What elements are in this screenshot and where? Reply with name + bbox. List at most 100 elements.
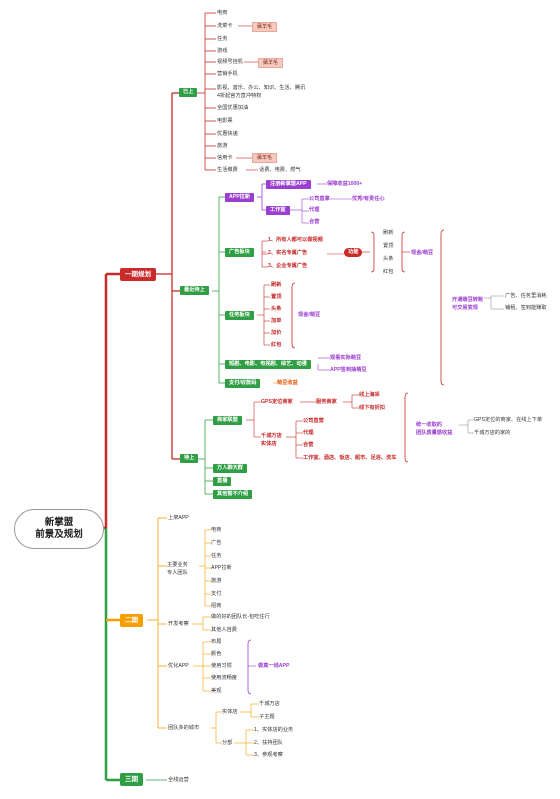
bracket: [291, 282, 296, 349]
p2-city-a-item-0: 千城万店: [259, 701, 280, 707]
summary-item-1: 铺租、签到能赚取: [505, 305, 547, 311]
p2-team-item-1: 广告: [211, 540, 222, 546]
tasks-result: 现金/萌豆: [298, 312, 321, 318]
soon-node[interactable]: 最近待上: [180, 286, 209, 295]
service-item-1: 线下有折扣: [359, 405, 385, 411]
p2-team-item-4: 旅游: [211, 578, 222, 584]
unify-item-1: 千城万店的家的: [474, 430, 511, 436]
register-app-result: 保障收益1000+: [327, 181, 363, 187]
task-item-0: 刷新: [271, 282, 282, 288]
p2-opt-item-2: 使用习惯: [211, 663, 232, 669]
task-item-2: 头条: [271, 306, 282, 312]
task-item-1: 置顶: [271, 294, 282, 300]
app-promo-node[interactable]: APP拉新: [225, 193, 255, 202]
online-item-7: 4折起官方直冲特权: [217, 93, 262, 99]
merchant-node[interactable]: 商家联盟: [213, 416, 242, 425]
p2-team-item-2: 任务: [211, 553, 222, 559]
bracket: [440, 229, 445, 386]
p2-team-item-6: 招商: [211, 603, 222, 609]
badge-credit-card: 薅羊毛: [252, 153, 278, 163]
live-node[interactable]: 直播: [213, 477, 232, 486]
badge-video: 薅羊毛: [258, 58, 284, 68]
bracket: [404, 392, 409, 463]
p2-team-item-3: APP拉新: [211, 565, 232, 571]
pay-node[interactable]: 支付/收款码: [225, 379, 261, 388]
ads-item-1: 2、实名专属广告: [268, 250, 308, 256]
online-item-6: 影视、音乐、办公、知识、生活、腾讯: [217, 85, 306, 91]
p2-dev-item-1: 其他人自费: [211, 627, 237, 633]
root-node[interactable]: 新掌盟 前景及规划: [14, 509, 104, 549]
online-item-4: 视频号挂机: [217, 59, 243, 65]
thousand-item-1: 代理: [303, 430, 314, 436]
p2-team-item-0: 电商: [211, 527, 222, 533]
tasks-node[interactable]: 任务板块: [225, 311, 254, 320]
unify-item-0: GPS定位的商家、在线上下单: [474, 417, 543, 423]
online-item-12: 信用卡: [217, 155, 233, 161]
p2-team: 主要业务 专人团队: [167, 562, 188, 576]
utility-detail: 话费、电费、燃气: [259, 167, 301, 173]
online-item-1: 洗菜卡: [217, 23, 233, 29]
online-item-9: 电影票: [217, 118, 233, 124]
online-item-2: 任务: [217, 36, 228, 42]
thousand-scope: 工作室、酒店、饭店、超市、足浴、洗车: [303, 455, 397, 461]
p2-team-item-5: 支付: [211, 591, 222, 597]
online-item-5: 营销手机: [217, 71, 238, 77]
pending-node[interactable]: 待上: [180, 454, 199, 463]
p2-opt-item-4: 美观: [211, 688, 222, 694]
p2-app-online: 上架APP: [168, 515, 189, 521]
online-item-10: 优惠快递: [217, 131, 238, 137]
p2-dev: 开发考察: [168, 621, 189, 627]
phase2-node[interactable]: 二期: [120, 614, 143, 627]
task-item-3: 加单: [271, 318, 282, 324]
bracket: [370, 231, 375, 273]
p2-city: 团队多的城市: [168, 725, 200, 731]
other-node[interactable]: 其他暂不介绍: [213, 490, 253, 499]
pay-result: 萌豆收益: [277, 380, 298, 386]
func-item-3: 红包: [383, 269, 394, 275]
media-item-1: APP签到抽萌豆: [330, 367, 367, 373]
online-node[interactable]: 已上: [179, 88, 198, 97]
ads-node[interactable]: 广告板块: [225, 248, 254, 257]
studio-result: 优秀/有责任心: [352, 196, 385, 202]
studio-node[interactable]: 工作室: [266, 206, 290, 215]
studio-child-0: 公司直拿: [309, 196, 330, 202]
ads-item-2: 3、企业专属广告: [268, 263, 308, 269]
p3-item: 全线运营: [168, 777, 189, 783]
root-subtitle: 前景及规划: [35, 529, 83, 540]
p2-city-b-item-2: 3、参观考察: [254, 752, 283, 758]
p2-city-b-item-0: 1、实体店的业务: [254, 727, 294, 733]
gps-node: GPS定位商家: [261, 399, 293, 405]
ads-func-node[interactable]: 功能: [344, 248, 363, 257]
root-title: 新掌盟: [44, 517, 74, 528]
p2-dev-item-0: 做的好的团队长-包吃住行: [211, 614, 270, 620]
service-item-0: 线上海采: [359, 392, 380, 398]
studio-child-1: 代理: [309, 207, 320, 213]
register-app-node[interactable]: 注册新掌盟APP: [266, 180, 311, 189]
thousand-item-2: 合营: [303, 442, 314, 448]
p2-opt-item-0: 布局: [211, 639, 222, 645]
ads-item-0: 1、所有人都可以做视频: [268, 237, 323, 243]
phase3-node[interactable]: 三期: [120, 773, 143, 786]
wanren-node[interactable]: 万人聊天群: [213, 464, 247, 473]
online-item-0: 电商: [217, 10, 228, 16]
task-item-4: 加价: [271, 330, 282, 336]
badge-wash-card: 薅羊毛: [252, 22, 278, 32]
studio-child-2: 合营: [309, 219, 320, 225]
service-node: 服务商家: [316, 399, 337, 405]
online-item-3: 游戏: [217, 48, 228, 54]
task-item-5: 红包: [271, 342, 282, 348]
ads-result: 现金/萌豆: [411, 250, 434, 256]
func-item-2: 头条: [383, 256, 394, 262]
p2-opt-item-3: 使用流畅度: [211, 675, 237, 681]
p2-opt-result: 做真一线APP: [258, 663, 290, 669]
thousand-node: 千城万店 实体店: [261, 433, 282, 447]
summary-item-0: 广告、任务里消耗: [505, 293, 547, 299]
p2-opt: 优化APP: [168, 663, 189, 669]
media-item-0: 观看实际萌豆: [330, 355, 362, 361]
func-item-1: 置顶: [383, 243, 394, 249]
online-item-11: 旅游: [217, 143, 228, 149]
phase1-node[interactable]: 一期规划: [120, 268, 156, 281]
media-node[interactable]: 短剧、电影、电视剧、综艺、动漫: [225, 360, 311, 369]
p2-city-a-item-1: 子主题: [259, 714, 275, 720]
